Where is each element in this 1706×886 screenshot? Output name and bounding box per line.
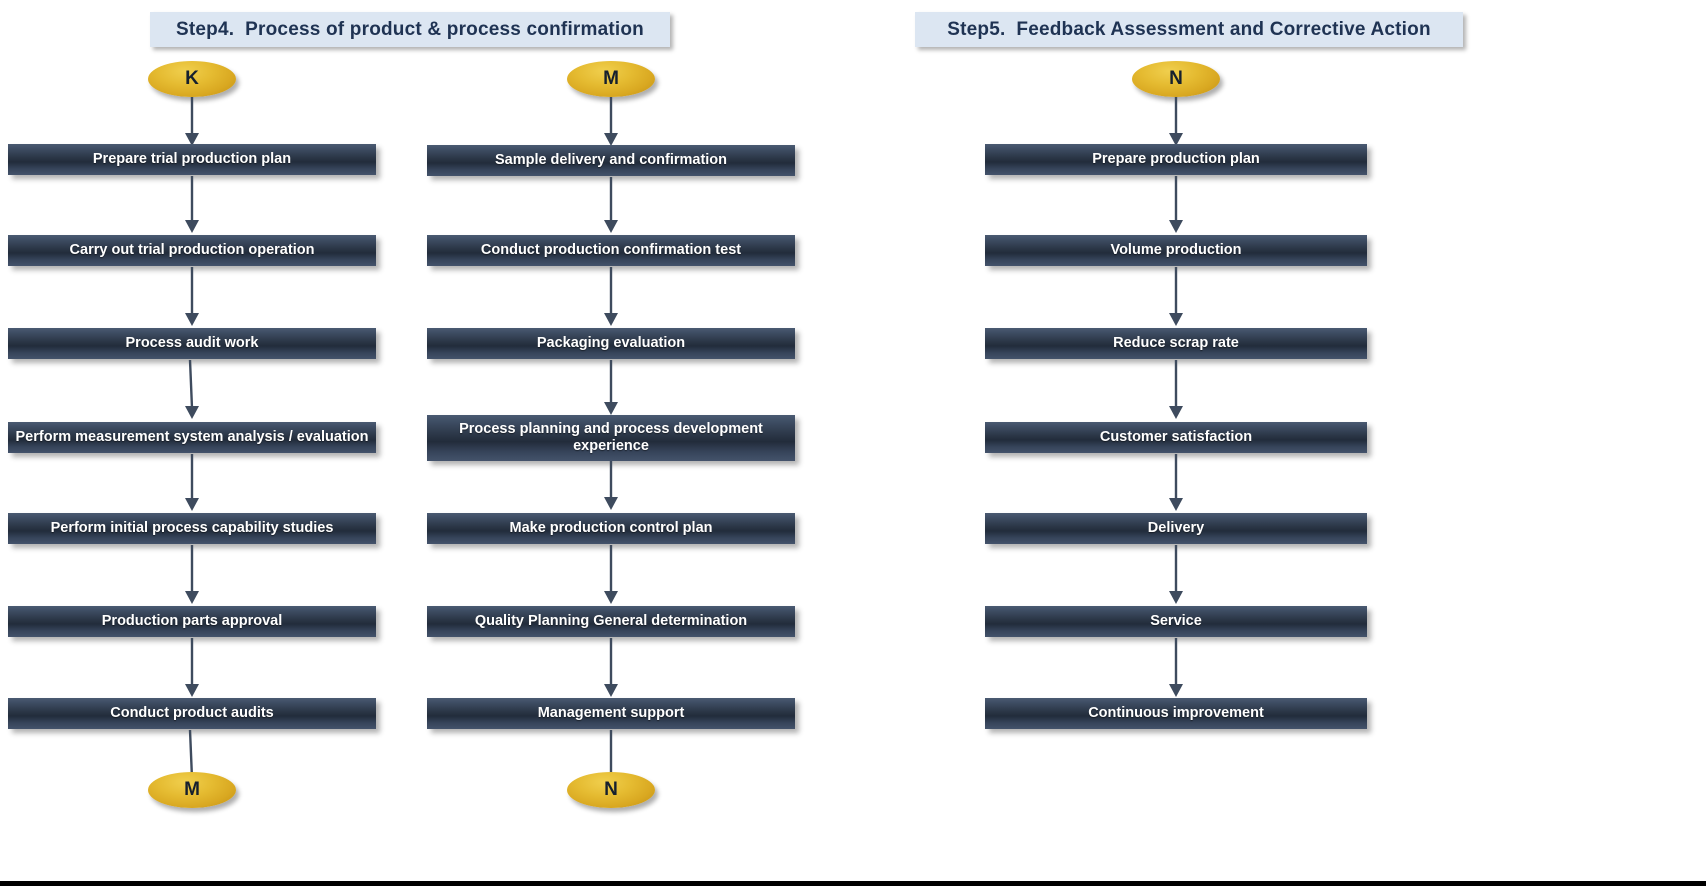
connector-arrow xyxy=(185,545,199,604)
process-box-label: Packaging evaluation xyxy=(536,335,686,351)
process-box[interactable]: Perform initial process capability studi… xyxy=(8,513,376,544)
connector-arrow xyxy=(185,638,199,697)
process-box-label: Prepare trial production plan xyxy=(92,151,292,167)
connector-arrow xyxy=(604,360,618,415)
process-box-label: Continuous improvement xyxy=(1088,705,1264,721)
process-box[interactable]: Production parts approval xyxy=(8,606,376,637)
process-box[interactable]: Service xyxy=(985,606,1367,637)
process-box[interactable]: Make production control plan xyxy=(427,513,795,544)
terminator-start-m-label: M xyxy=(603,68,619,89)
process-box-label: Process audit work xyxy=(125,335,259,351)
process-box-label: Conduct product audits xyxy=(110,705,274,721)
connector-k-to-step1 xyxy=(185,97,199,146)
process-box[interactable]: Prepare production plan xyxy=(985,144,1367,175)
process-box-label: Volume production xyxy=(1110,242,1242,258)
connector-arrow xyxy=(185,359,199,419)
process-box-label: Perform initial process capability studi… xyxy=(50,520,334,536)
connector-arrow xyxy=(1169,267,1183,326)
process-box-label: Prepare production plan xyxy=(1092,151,1260,167)
process-box-label: Production parts approval xyxy=(101,613,283,629)
process-box-label: Management support xyxy=(537,705,685,721)
process-box[interactable]: Management support xyxy=(427,698,795,729)
process-box[interactable]: Sample delivery and confirmation xyxy=(427,145,795,176)
process-box[interactable]: Process audit work xyxy=(8,328,376,359)
process-box[interactable]: Delivery xyxy=(985,513,1367,544)
connector-arrow xyxy=(185,176,199,233)
connector-m-to-step1 xyxy=(604,97,618,146)
process-box-label: Perform measurement system analysis / ev… xyxy=(15,429,369,445)
process-box[interactable]: Continuous improvement xyxy=(985,698,1367,729)
connector-arrow xyxy=(604,461,618,510)
connector-arrow xyxy=(604,267,618,326)
process-box[interactable]: Customer satisfaction xyxy=(985,422,1367,453)
connector-arrow xyxy=(1169,638,1183,697)
process-box[interactable]: Carry out trial production operation xyxy=(8,235,376,266)
terminator-end-n-label: N xyxy=(604,779,618,800)
process-box-label: Make production control plan xyxy=(509,520,713,536)
process-box-label: Conduct production confirmation test xyxy=(480,242,742,258)
process-box[interactable]: Conduct product audits xyxy=(8,698,376,729)
terminator-start-n[interactable]: N xyxy=(1132,61,1220,97)
connector-arrow xyxy=(1169,454,1183,511)
connector-arrow xyxy=(1169,176,1183,233)
terminator-start-m[interactable]: M xyxy=(567,61,655,97)
process-box[interactable]: Conduct production confirmation test xyxy=(427,235,795,266)
process-box[interactable]: Process planning and process development… xyxy=(427,415,795,461)
terminator-start-k-label: K xyxy=(185,68,199,89)
connector-arrow xyxy=(1169,360,1183,419)
terminator-end-n[interactable]: N xyxy=(567,772,655,808)
process-box-label: Process planning and process development… xyxy=(459,421,763,454)
process-box-label: Quality Planning General determination xyxy=(474,613,748,629)
connector-arrow xyxy=(185,267,199,326)
connector-arrow xyxy=(604,638,618,697)
connector-arrow xyxy=(1169,545,1183,604)
process-box[interactable]: Quality Planning General determination xyxy=(427,606,795,637)
process-box-label: Carry out trial production operation xyxy=(69,242,315,258)
terminator-end-m-label: M xyxy=(184,779,200,800)
step5-title-banner: Step5. Feedback Assessment and Correctiv… xyxy=(915,12,1463,47)
terminator-start-n-label: N xyxy=(1169,68,1183,89)
connector-n-to-step1 xyxy=(1169,97,1183,146)
process-box-label: Service xyxy=(1150,613,1202,629)
process-box[interactable]: Volume production xyxy=(985,235,1367,266)
connector-arrow xyxy=(604,177,618,233)
process-box[interactable]: Perform measurement system analysis / ev… xyxy=(8,422,376,453)
process-box-label: Sample delivery and confirmation xyxy=(494,152,728,168)
connector-arrow xyxy=(604,545,618,604)
process-box[interactable]: Prepare trial production plan xyxy=(8,144,376,175)
terminator-end-m[interactable]: M xyxy=(148,772,236,808)
terminator-start-k[interactable]: K xyxy=(148,61,236,97)
process-box-label: Reduce scrap rate xyxy=(1113,335,1239,351)
process-box-label: Delivery xyxy=(1147,520,1205,536)
connector-arrow xyxy=(185,454,199,511)
process-box[interactable]: Packaging evaluation xyxy=(427,328,795,359)
process-box[interactable]: Reduce scrap rate xyxy=(985,328,1367,359)
step4-title-banner: Step4. Process of product & process conf… xyxy=(150,12,670,47)
process-box-label: Customer satisfaction xyxy=(1099,429,1253,445)
